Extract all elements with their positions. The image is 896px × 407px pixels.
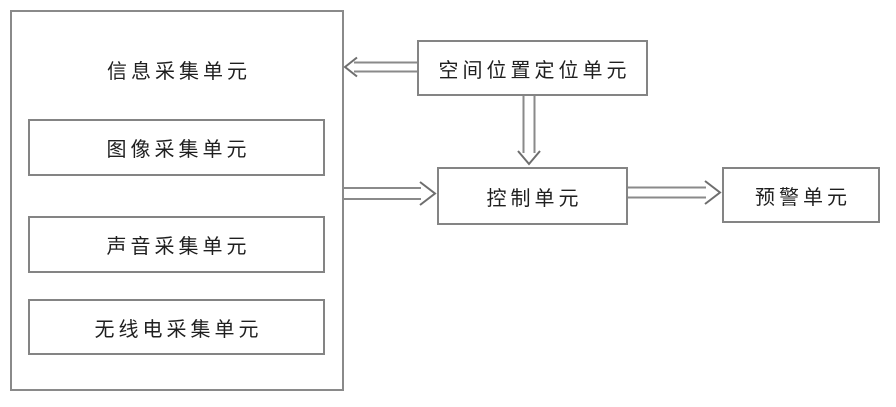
block-radio-collection-label: 无线电采集单元 [94,318,263,341]
block-image-collection-unit: 图像采集单元 [28,119,325,176]
arrow-spatial-to-control-icon [517,96,541,166]
arrow-info-to-control-icon [344,181,437,206]
block-warning-label: 预警单元 [755,186,851,209]
block-radio-collection-unit: 无线电采集单元 [28,299,325,355]
block-sound-collection-unit: 声音采集单元 [28,216,325,273]
block-spatial-positioning-unit: 空间位置定位单元 [417,40,648,96]
arrow-spatial-to-info-icon [343,56,417,78]
block-control-label: 控制单元 [486,187,583,210]
arrow-control-to-warning-icon [628,180,722,205]
block-image-collection-label: 图像采集单元 [106,139,251,161]
block-sound-collection-label: 声音采集单元 [106,236,251,258]
block-warning-unit: 预警单元 [722,167,880,223]
block-info-collection-label: 信息采集单元 [107,61,251,83]
block-spatial-positioning-label: 空间位置定位单元 [438,59,631,82]
block-control-unit: 控制单元 [437,167,628,225]
